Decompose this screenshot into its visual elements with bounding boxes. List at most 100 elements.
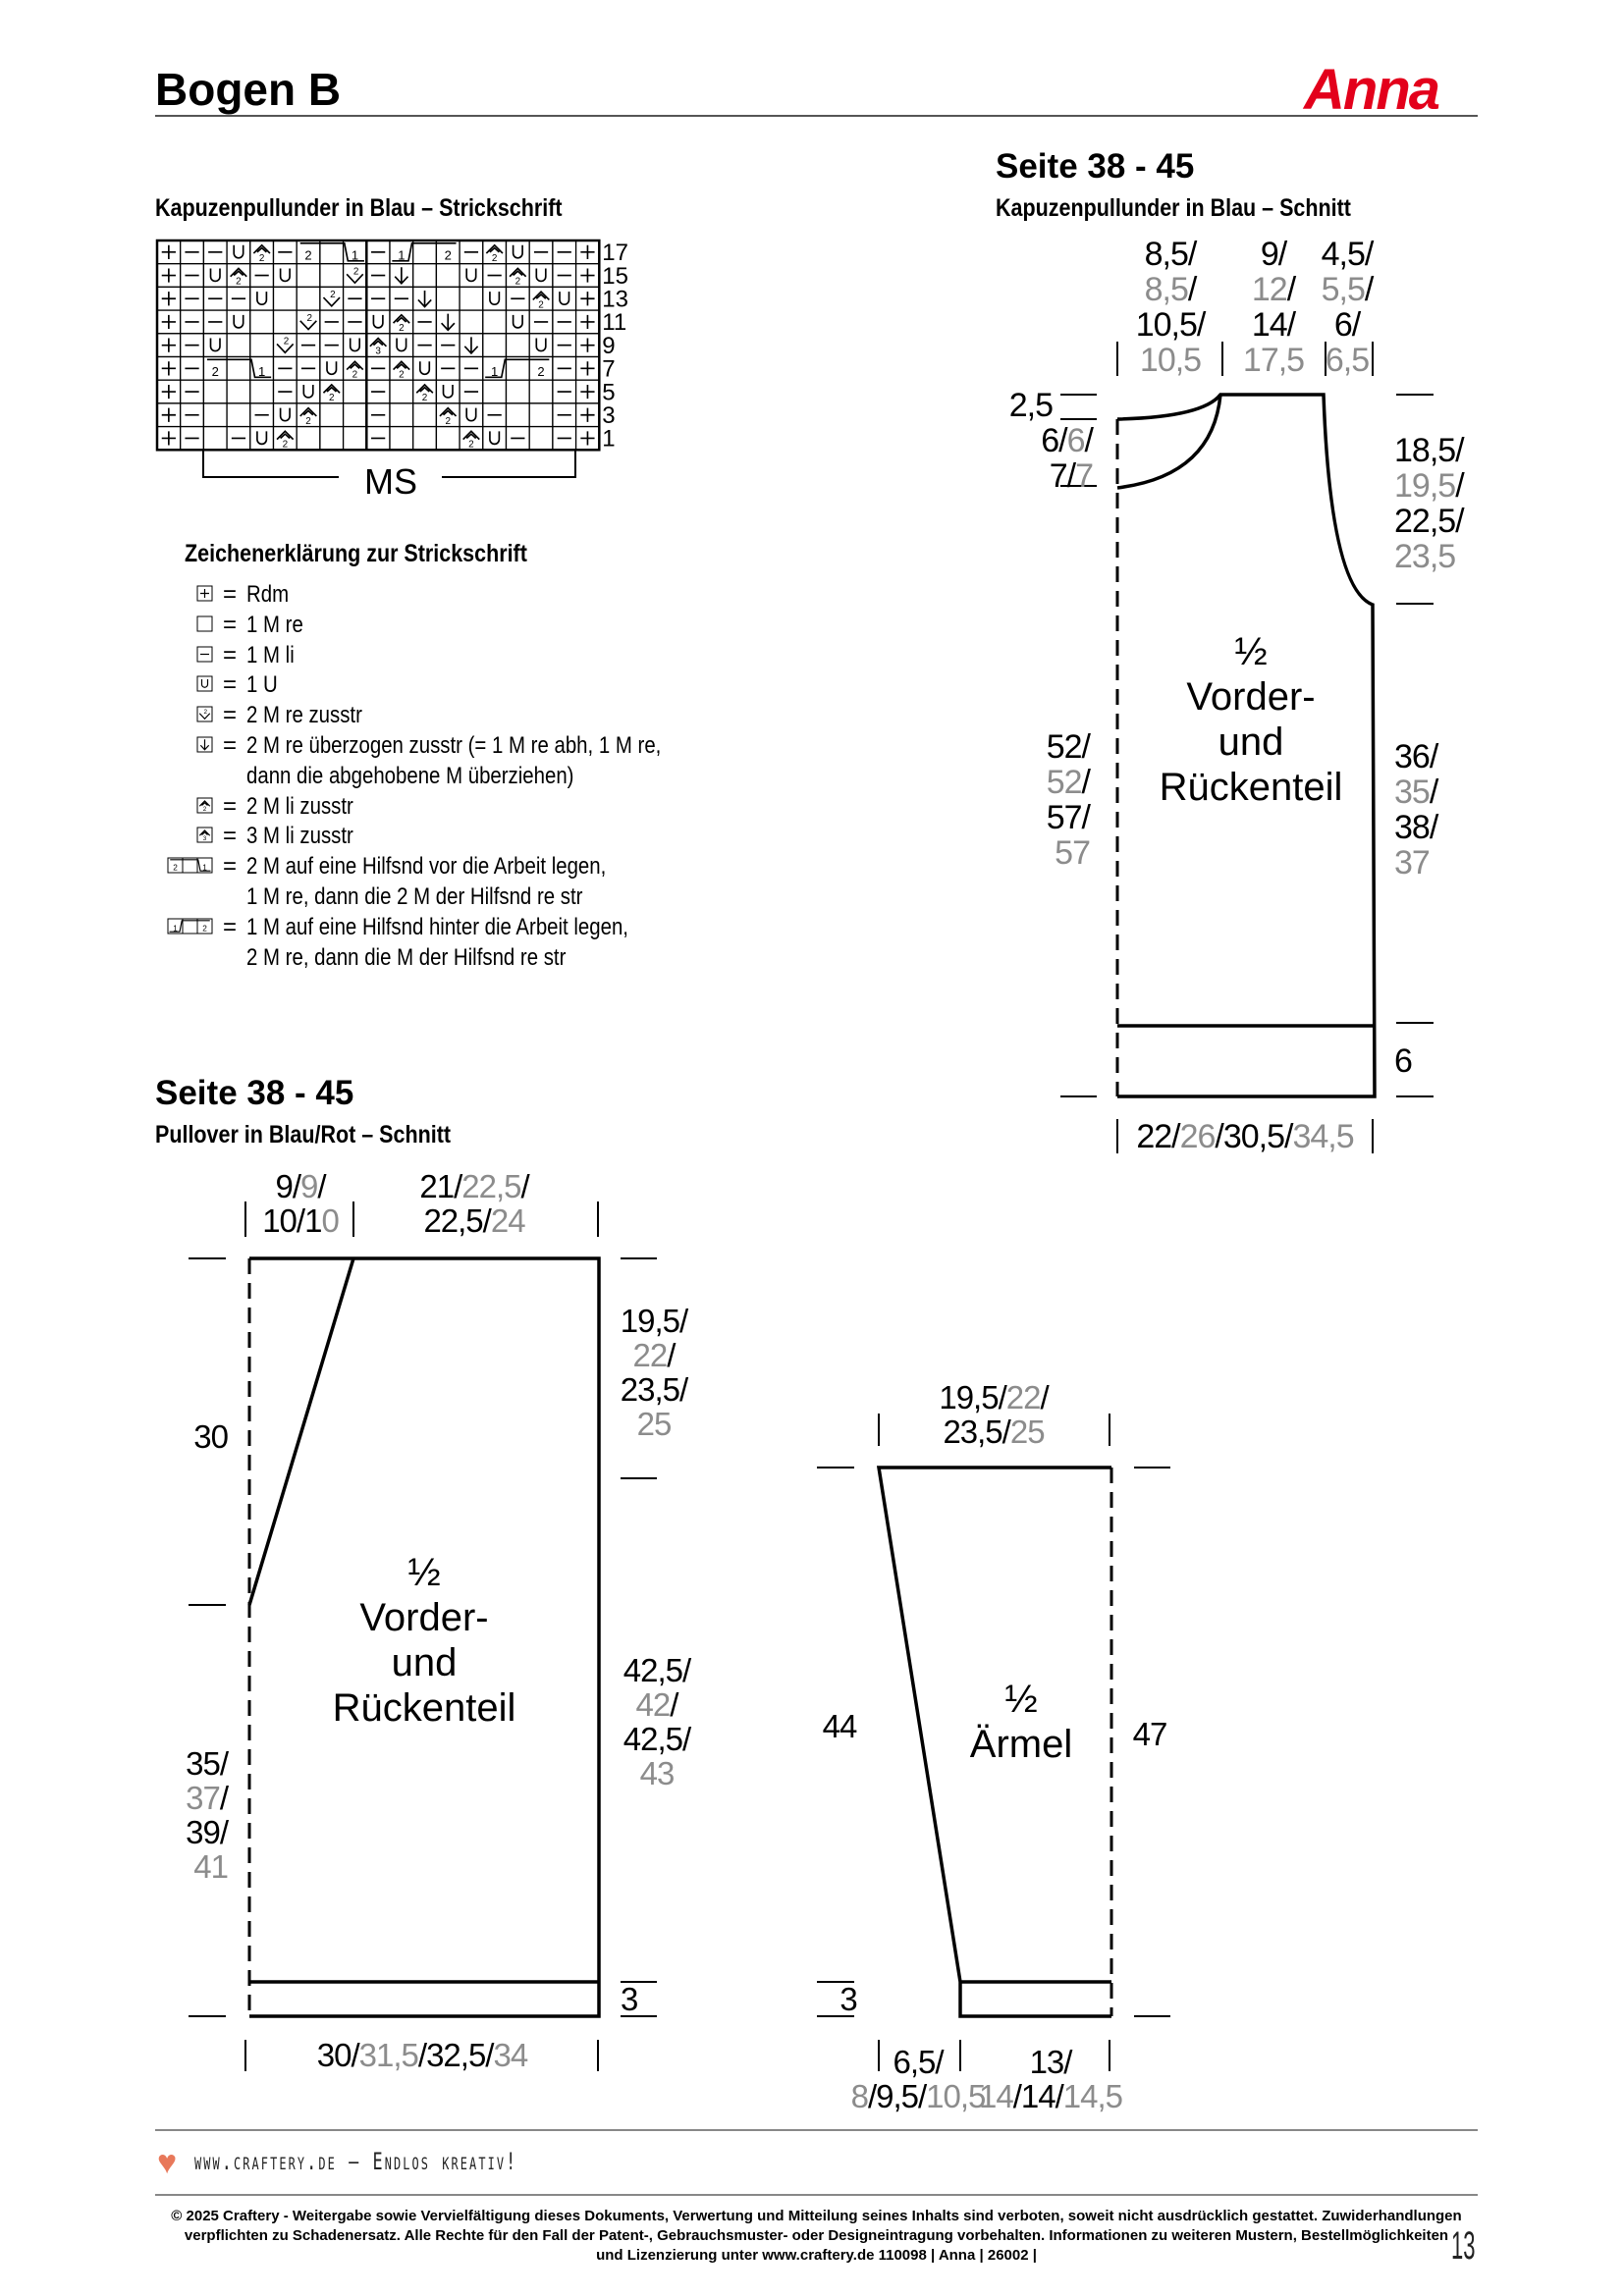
pullover-side-right-label: 42,5/42/42,5/43 — [623, 1652, 692, 1791]
chart-cell — [342, 286, 367, 311]
size-value: 14 — [979, 2078, 1013, 2114]
chart-cell — [296, 355, 321, 381]
label-line: 3 — [621, 1981, 637, 2017]
symbol-number: 1 — [398, 247, 405, 262]
chart-cell — [552, 240, 577, 265]
chart-cell — [249, 425, 275, 451]
chart-cell — [342, 309, 367, 335]
label-line: 42,5/ — [623, 1652, 692, 1688]
label-line: 6/ — [1334, 306, 1362, 344]
rdm-symbol-icon — [152, 579, 223, 610]
size-value: 23,5/ — [943, 1414, 1011, 1450]
size-value: / — [1430, 774, 1439, 811]
label-line: 35/ — [186, 1745, 230, 1782]
chart-cell — [574, 286, 600, 311]
symbol-number: 2 — [422, 393, 428, 403]
chart-cell — [272, 402, 298, 428]
label-line: 10,5/ — [1136, 306, 1207, 344]
chart-cell — [459, 240, 484, 265]
chart-cell — [249, 402, 275, 428]
label-line: 39/ — [186, 1814, 230, 1850]
size-value: 13/ — [1030, 2044, 1074, 2080]
size-value: / — [1082, 764, 1092, 801]
label-line: 41 — [193, 1848, 228, 1885]
size-value: 4,5/ — [1322, 236, 1375, 273]
copyright-line: © 2025 Craftery - Weitergabe sowie Vervi… — [171, 2208, 1462, 2224]
size-value: 22/ — [1136, 1118, 1181, 1155]
label-line: 22,5/24 — [423, 1202, 525, 1239]
pullover-width-label: 30/31,5/32,5/34 — [317, 2037, 528, 2073]
label-line: 6,5 — [1326, 342, 1369, 379]
size-value: 14/ — [1252, 306, 1297, 344]
symbol-number: 1 — [352, 247, 358, 262]
chart-cell — [249, 333, 275, 358]
legend-description-line: 1 M li — [246, 641, 295, 668]
chart-cell — [552, 263, 577, 289]
label-line: 14/14/14,5 — [979, 2078, 1122, 2114]
size-value: 22 — [1006, 1379, 1041, 1415]
footer-tagline[interactable]: www.craftery.de – Endlos kreativ! — [194, 2148, 518, 2175]
footer-divider-2 — [155, 2194, 1478, 2196]
vest-side-right-label: 36/35/38/37 — [1394, 738, 1439, 881]
repeat-label: MS — [364, 461, 417, 502]
label-line: 22/26/30,5/34,5 — [1136, 1118, 1353, 1155]
size-value: 19,5/ — [621, 1303, 689, 1339]
label-line: 3 — [839, 1981, 856, 2017]
label-line: 12/ — [1252, 271, 1297, 308]
header-divider — [155, 115, 1478, 117]
legend-description-line: 3 M li zusstr — [246, 823, 353, 850]
piece-name-line: ½ — [407, 1551, 440, 1594]
chart-cell — [528, 240, 554, 265]
chart-cell — [505, 309, 530, 335]
size-value: 10,5 — [926, 2078, 985, 2114]
chart-cell — [156, 379, 182, 404]
legend-item-knit: =1 M re — [152, 610, 313, 640]
label-line: 8,5/ — [1145, 271, 1198, 308]
p2tog-symbol-icon: 2 — [152, 791, 223, 822]
legend-description-line: 2 M li zusstr — [246, 792, 353, 820]
symbol-number: 1 — [202, 863, 207, 872]
row-number: 15 — [602, 263, 628, 290]
size-value: 6/ — [1041, 422, 1068, 459]
size-value: 9 — [300, 1168, 317, 1204]
legend-description-line: 2 M re überzogen zusstr (= 1 M re abh, 1… — [246, 732, 662, 759]
label-line: 37 — [1394, 844, 1430, 881]
chart-cell — [272, 240, 298, 265]
piece-name-line: Vorder- — [1186, 675, 1315, 719]
legend-description-line: 1 M re, dann die 2 M der Hilfsnd re str — [246, 883, 583, 911]
symbol-number: 2 — [304, 247, 311, 262]
chart-cell: 2 — [342, 355, 367, 381]
chart-cell — [342, 379, 367, 404]
label-line: 22/ — [633, 1337, 677, 1373]
chart-cell — [389, 425, 414, 451]
label-line: 22,5/ — [1394, 503, 1465, 540]
chart-cell — [365, 355, 391, 381]
chart-cell — [226, 402, 251, 428]
legend-description-line: Rdm — [246, 581, 290, 608]
cable-line — [170, 859, 211, 872]
size-value: 7/ — [1050, 457, 1077, 495]
symbol-number: 2 — [212, 364, 219, 379]
chart-cell — [202, 333, 228, 358]
symbol-number: 3 — [375, 347, 381, 357]
symbol-number: 2 — [284, 336, 290, 347]
chart-cell: 2 — [272, 425, 298, 451]
vest-shoulder-right-label: 4,5/5,5/6/6,5 — [1322, 236, 1375, 379]
label-line: 47 — [1133, 1716, 1167, 1752]
pullover-neck-width-label: 9/9/10/10 — [262, 1168, 339, 1239]
legend-description: 3 M li zusstr — [246, 821, 353, 851]
chart-cell — [505, 402, 530, 428]
size-value: 25 — [1010, 1414, 1045, 1450]
pullover-side-left-label: 35/37/39/41 — [186, 1745, 230, 1885]
legend-description-line: 1 M auf eine Hilfsnd hinter die Arbeit l… — [246, 913, 628, 940]
chart-cell — [296, 425, 321, 451]
label-line: 19,5/ — [621, 1303, 689, 1339]
size-value: /9,5/ — [868, 2078, 928, 2114]
chart-cell — [574, 263, 600, 289]
size-value: 6 — [1067, 422, 1085, 459]
chart-cell — [319, 425, 345, 451]
chart-cell — [180, 402, 205, 428]
